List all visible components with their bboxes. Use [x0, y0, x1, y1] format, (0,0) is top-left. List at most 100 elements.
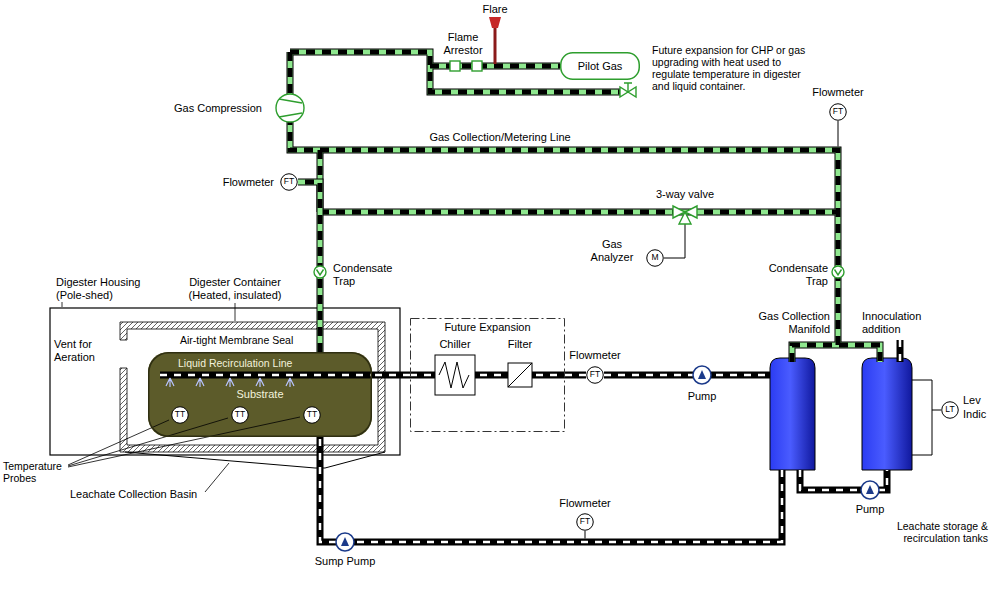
label-slot: Indic: [963, 408, 993, 421]
label-slot: Lev: [963, 394, 993, 407]
pipe-stroke: [565, 372, 586, 379]
equipment-label: Flame Arrestor: [438, 31, 488, 56]
flowmeter-symbol: FT: [576, 513, 594, 531]
equipment-label: Condensate Trap: [333, 262, 397, 287]
label-slot: Sump Pump: [310, 555, 380, 568]
instrument-label: Temperature Probes: [3, 460, 73, 484]
node-text: TT: [307, 410, 317, 420]
pump-symbol: [336, 533, 354, 551]
instrument-label: Flowmeter: [803, 86, 873, 99]
node-text: Pilot Gas: [578, 60, 623, 73]
spray-nozzles: [166, 378, 294, 387]
line-label: Innoculation addition: [862, 310, 942, 335]
pump-symbol: [861, 481, 879, 499]
gas-pipe-casing: [290, 52, 880, 362]
instrument-circle: [281, 174, 298, 191]
label-slot: Pump: [682, 390, 722, 403]
temperature-probe: TT: [171, 406, 189, 424]
instrument-label: Flowmeter: [550, 497, 620, 510]
instrument-circle: [942, 402, 959, 419]
chiller-symbol: [439, 362, 469, 388]
pipe-stroke: [372, 372, 410, 379]
label-slot: Chiller: [430, 338, 480, 351]
rounded-outline: [149, 353, 372, 437]
gas-pipe: [320, 210, 838, 215]
label-slot: Air-tight Membrane Seal: [180, 334, 330, 346]
pump-symbol: [341, 537, 349, 546]
label-slot: Condensate Trap: [333, 262, 397, 287]
pipe-stroke: [565, 374, 586, 377]
instrument-circle: [587, 367, 604, 384]
label-slot: Filter: [495, 338, 545, 351]
label-slot: Gas Collection/Metering Line: [390, 131, 610, 144]
instrument-circle: [577, 514, 594, 531]
gas-tank: Pilot Gas: [560, 52, 640, 80]
label-slot: Leachate Collection Basin: [70, 488, 230, 501]
label-slot: Gas Analyzer: [582, 238, 642, 263]
level-transmitter: LT: [941, 401, 959, 419]
pipe-connector: [565, 375, 586, 376]
temperature-probe: TT: [231, 406, 249, 424]
liquid-pipe-casing: [160, 340, 900, 542]
label-slot: Liquid Recirculation Line: [178, 357, 328, 369]
structure-label: Digester Container (Heated, insulated): [180, 276, 290, 301]
equipment-label: Flare: [475, 3, 515, 16]
compressor-symbol: [276, 94, 304, 122]
liquid-pipe: [604, 372, 770, 379]
equipment-label: Sump Pump: [310, 555, 380, 568]
label-slot: Leachate storage & recirculation tanks: [868, 520, 988, 544]
label-slot: Flare: [475, 3, 515, 16]
instrument-circle: [647, 250, 664, 267]
flare-tip: [489, 17, 501, 28]
storage-tank: [770, 358, 815, 470]
gas-pipe: [290, 52, 838, 345]
label-slot: Pump: [850, 503, 890, 516]
aeration-vent: [118, 340, 129, 368]
chiller-symbol: [435, 355, 475, 395]
node-text: TT: [235, 410, 245, 420]
label-slot: Vent for Aeration: [54, 338, 116, 363]
instrument-label: Flowmeter: [560, 349, 630, 362]
label-slot: Gas Compression: [152, 102, 262, 115]
line-label: Gas Collection/Metering Line: [390, 131, 610, 144]
equipment-label: Pump: [850, 503, 890, 516]
gas-pipe: [792, 345, 880, 362]
pump-symbol: [698, 370, 706, 379]
liquid-pipe: [160, 372, 372, 379]
label-slot: Flowmeter: [560, 349, 630, 362]
liquid-pipe: [160, 374, 372, 377]
node-text: TT: [175, 410, 185, 420]
node-text: FT: [580, 517, 590, 527]
pipe-stroke: [372, 374, 410, 377]
rounded-outline: [561, 53, 640, 80]
label-slot: Gas Collection Manifold: [750, 310, 830, 335]
gas-valve: [624, 83, 632, 92]
flame-arrestor: [450, 61, 460, 71]
expansion-box: Future Expansion: [410, 318, 565, 432]
label-slot: Innoculation addition: [862, 310, 942, 335]
structure-label: Air-tight Membrane Seal: [180, 334, 330, 346]
liquid-pipe: [410, 372, 565, 379]
filter-symbol: [508, 363, 532, 387]
liquid-pipe: [320, 437, 782, 542]
substrate-fill: [148, 352, 372, 437]
flowmeter-symbol: FT: [829, 103, 847, 121]
gas-pipe: [290, 52, 838, 345]
instrument-label: Indic: [963, 408, 993, 421]
flame-arrestor: [472, 61, 482, 71]
liquid-pipe: [410, 374, 565, 377]
label-slot: Digester Container (Heated, insulated): [180, 276, 290, 301]
leader-line: [62, 302, 300, 492]
condensate-trap: [314, 266, 326, 278]
label-slot: Flowmeter: [550, 497, 620, 510]
label-slot: Flowmeter: [204, 176, 274, 189]
liquid-pipe: [899, 340, 902, 362]
node-text: Future Expansion: [444, 321, 530, 334]
label-slot: Future expansion for CHP or gas upgradin…: [652, 44, 807, 92]
condensate-trap: [832, 266, 844, 278]
label-slot: Temperature Probes: [3, 460, 73, 484]
label-slot: 3-way valve: [645, 188, 725, 201]
liquid-pipe: [320, 437, 782, 542]
